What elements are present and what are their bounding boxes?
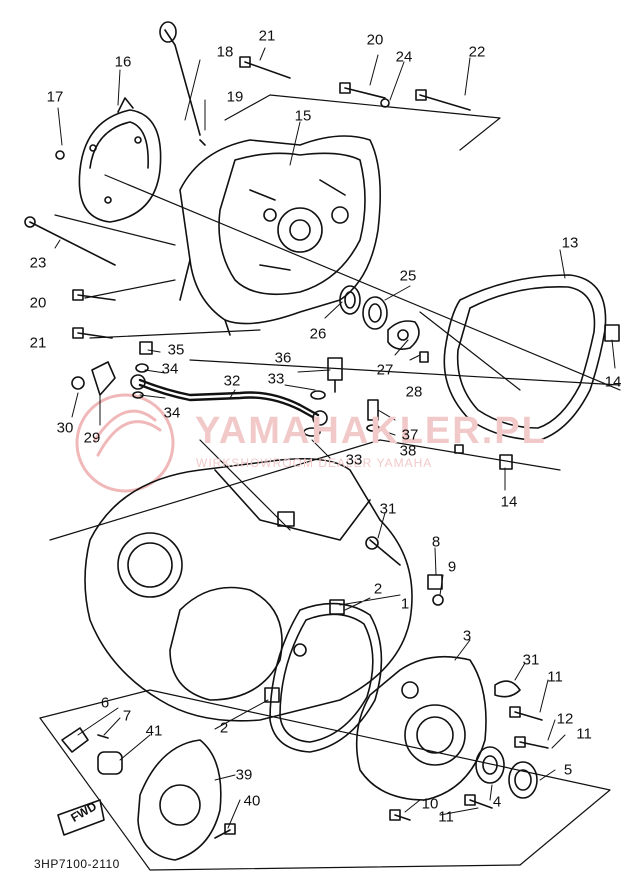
part-3-clutch-cover [355, 574, 487, 801]
callout-24: 24 [395, 48, 413, 66]
callout-31: 31 [379, 500, 397, 518]
callout-17: 17 [46, 88, 64, 106]
callout-20b: 20 [29, 294, 47, 312]
callout-21b: 21 [29, 334, 47, 352]
callout-12: 12 [556, 710, 574, 728]
callout-14: 14 [604, 373, 622, 391]
part-16-cover-plate [78, 97, 162, 223]
part-32-oil-pipe [130, 374, 328, 426]
watermark-subtext: WIRKSHOWROOM DEALER YAMAHA [196, 456, 433, 470]
callout-11: 11 [547, 668, 563, 686]
callout-28: 28 [405, 383, 423, 401]
callout-6: 6 [100, 694, 110, 712]
callout-13: 13 [561, 234, 579, 252]
callout-16: 16 [114, 53, 132, 71]
watermark-text: YAMAHAKLER.PL [195, 410, 547, 452]
leader-lines [54, 47, 616, 829]
callout-4: 4 [492, 793, 502, 811]
callout-37: 37 [401, 426, 419, 444]
callout-11b: 11 [576, 725, 592, 743]
callout-14b: 14 [500, 493, 518, 511]
callout-31b: 31 [522, 651, 540, 669]
callout-35: 35 [167, 341, 185, 359]
callout-7: 7 [122, 707, 132, 725]
callout-30: 30 [56, 419, 74, 437]
callout-1: 1 [400, 595, 410, 613]
fittings [71, 324, 620, 470]
watermark-logo [75, 393, 175, 493]
callout-26: 26 [309, 325, 327, 343]
callout-32: 32 [223, 372, 241, 390]
callout-9: 9 [447, 558, 457, 576]
callout-2b: 2 [219, 719, 229, 737]
callout-20: 20 [366, 31, 384, 49]
callout-39: 39 [235, 766, 253, 784]
callout-23: 23 [29, 254, 47, 272]
callout-11c: 11 [438, 808, 454, 826]
callout-2: 2 [373, 580, 383, 598]
part-15-upper-case [179, 135, 382, 336]
callout-21: 21 [258, 27, 276, 45]
part-4-5-seals [475, 746, 538, 799]
callout-34: 34 [161, 360, 179, 378]
callout-33: 33 [267, 370, 285, 388]
crankcase [84, 457, 413, 722]
part-1-gasket [269, 602, 383, 753]
callout-22: 22 [468, 43, 486, 61]
callout-34b: 34 [163, 404, 181, 422]
callout-36: 36 [274, 349, 292, 367]
part-39-generator-cover [57, 727, 236, 861]
part-13-gasket [443, 274, 607, 441]
callout-19: 19 [226, 88, 244, 106]
diagram-code: 3HP7100-2110 [34, 857, 120, 871]
callout-33b: 33 [345, 451, 363, 469]
callout-40: 40 [243, 792, 261, 810]
callout-5: 5 [563, 761, 573, 779]
callout-25: 25 [399, 267, 417, 285]
part-25-26-27-seals [339, 285, 420, 350]
callout-10: 10 [421, 795, 439, 813]
callout-27: 27 [376, 361, 394, 379]
right-bolts [365, 536, 549, 821]
bolts [24, 21, 471, 339]
callout-15: 15 [294, 107, 312, 125]
callout-8: 8 [431, 533, 441, 551]
callout-3: 3 [462, 627, 472, 645]
callout-18: 18 [216, 43, 234, 61]
callout-38: 38 [399, 442, 417, 460]
callout-29: 29 [83, 429, 101, 447]
callout-41: 41 [145, 722, 163, 740]
